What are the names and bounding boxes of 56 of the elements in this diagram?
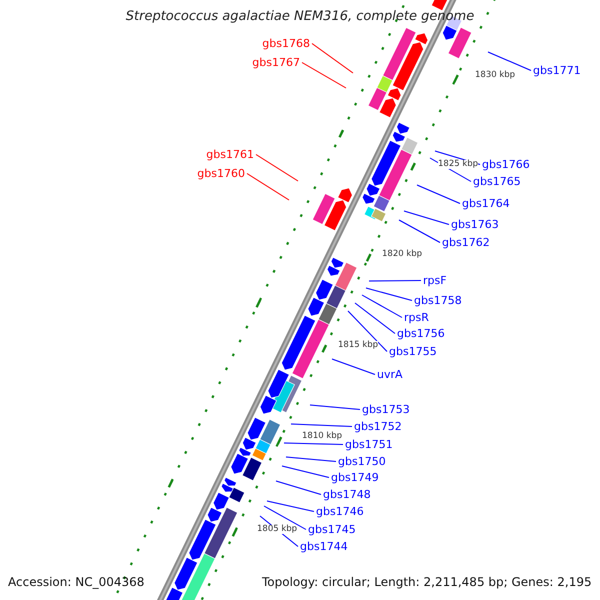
leader-line: [256, 154, 298, 182]
gene-label: gbs1751: [345, 438, 393, 451]
leader-line: [398, 220, 440, 243]
leader-line: [246, 173, 290, 200]
leader-line: [266, 500, 314, 512]
gene-label: uvrA: [377, 368, 403, 381]
leader-line: [286, 456, 336, 462]
leader-line: [264, 506, 306, 530]
leader-line: [368, 280, 422, 282]
gene-label: rpsF: [423, 274, 447, 287]
gene-label: gbs1760: [197, 167, 245, 180]
genome-info-label: Topology: circular; Length: 2,211,485 bp; Genes: 2,195: [262, 576, 592, 589]
gene-label: gbs1767: [252, 56, 300, 69]
position-label: 1825 kbp: [438, 160, 478, 169]
gene-label: gbs1755: [389, 345, 437, 358]
position-label: 1815 kbp: [338, 341, 378, 350]
position-label: 1810 kbp: [302, 432, 342, 441]
leader-line: [302, 62, 346, 88]
gene-label: gbs1746: [316, 505, 364, 518]
position-label: 1830 kbp: [475, 71, 516, 80]
leader-line: [416, 184, 460, 204]
leader-line: [290, 424, 352, 427]
accession-label: Accession: NC_004368: [8, 576, 144, 589]
leader-line: [354, 302, 396, 334]
leader-line: [310, 404, 360, 410]
gene-label: gbs1771: [533, 64, 581, 77]
gene-label: gbs1749: [331, 471, 379, 484]
leader-line: [348, 310, 388, 352]
gene-label: gbs1744: [300, 540, 348, 553]
gene-label: gbs1753: [362, 403, 410, 416]
position-label: 1820 kbp: [382, 250, 422, 259]
leader-line: [362, 294, 402, 318]
gene-label: gbs1752: [354, 420, 402, 433]
gene-label: gbs1763: [451, 218, 499, 231]
gene-label: gbs1764: [462, 197, 510, 210]
leader-line: [488, 52, 532, 71]
leader-line: [282, 466, 330, 478]
position-label: 1805 kbp: [257, 525, 298, 534]
gene-label: rpsR: [404, 311, 429, 324]
map-title: Streptococcus agalactiae NEM316, complete genome: [124, 10, 476, 23]
leader-line: [312, 43, 354, 74]
gene-label: gbs1761: [206, 148, 254, 161]
gene-label: gbs1756: [397, 327, 445, 340]
gene-label: gbs1766: [482, 158, 530, 171]
gene-label: gbs1758: [414, 294, 462, 307]
gene-label: gbs1768: [262, 37, 310, 50]
gene-label: gbs1748: [323, 488, 371, 501]
gene-label: gbs1765: [473, 175, 521, 188]
leader-line: [276, 480, 322, 495]
leader-line: [366, 288, 412, 301]
leader-line: [284, 442, 344, 445]
gene-label: gbs1750: [338, 455, 386, 468]
leader-line: [404, 210, 450, 225]
leader-line: [332, 358, 376, 375]
gene-label: gbs1745: [308, 523, 356, 536]
gene-label: gbs1762: [442, 236, 490, 249]
